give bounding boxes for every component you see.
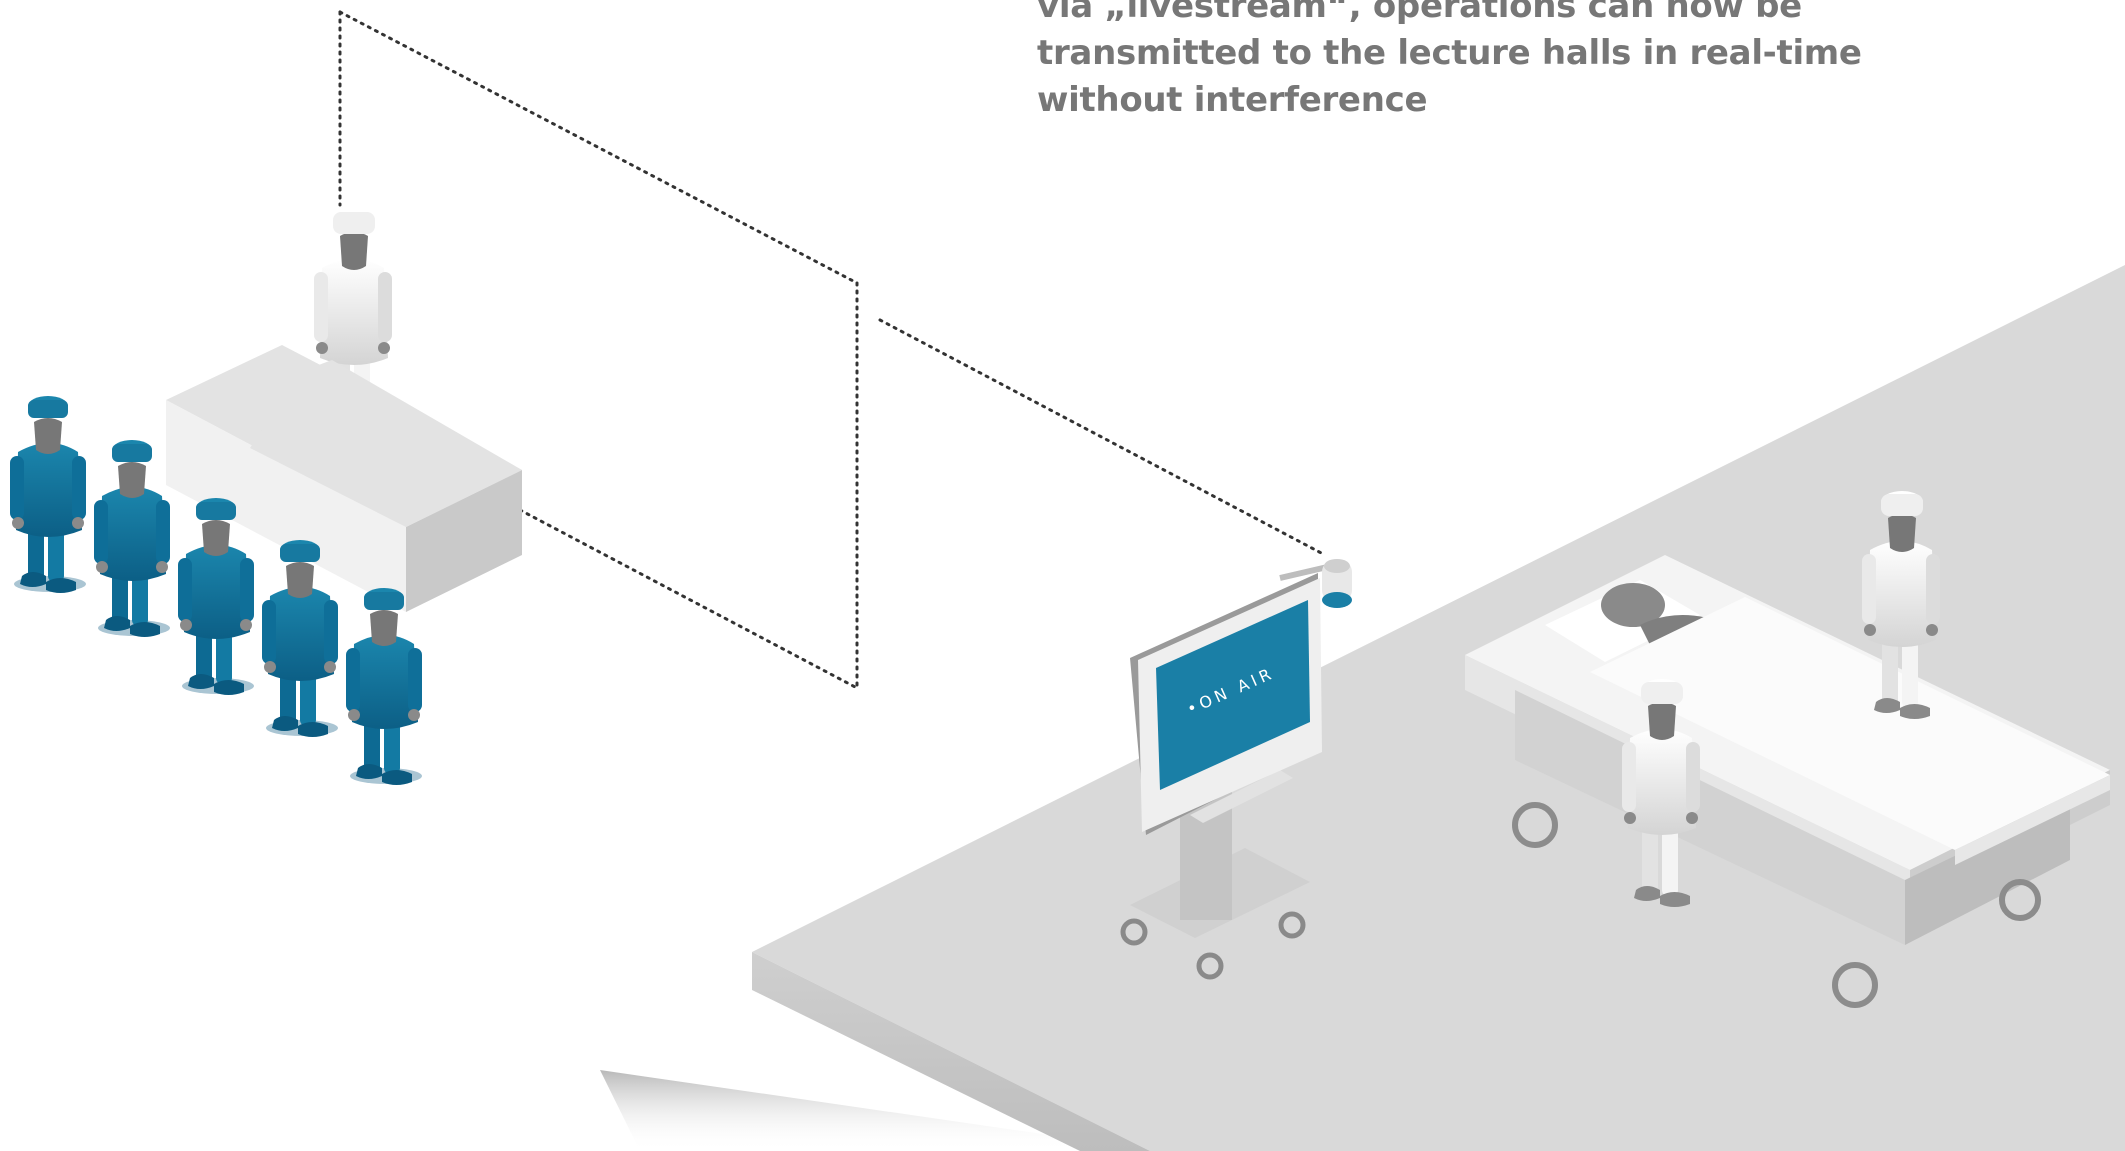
projection-frame	[340, 12, 1325, 688]
student-figure	[94, 440, 170, 637]
student-figure	[178, 498, 254, 695]
student-figure	[346, 588, 422, 785]
student-figure	[10, 396, 86, 593]
